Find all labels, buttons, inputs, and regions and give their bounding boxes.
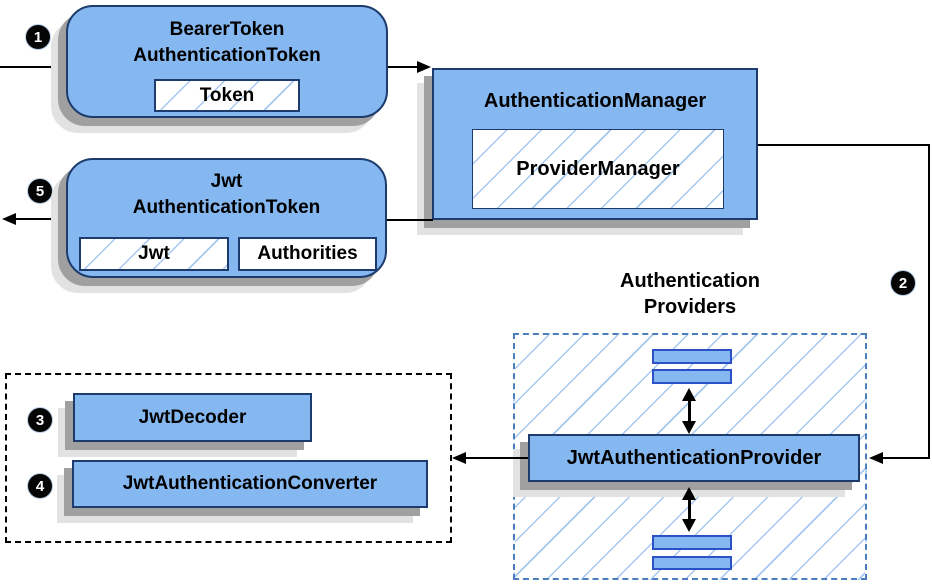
step-4-badge: 4 [28,474,52,498]
jwt-token-title: Jwt AuthenticationToken [68,160,385,221]
jwt-authentication-token-node: Jwt AuthenticationToken Jwt Authorities [66,158,387,278]
provider-to-tools-line [464,457,528,459]
arrowhead-down-icon [682,519,696,532]
bearer-token-title-line1: BearerToken [169,19,285,40]
provider-stack-bar [652,369,732,384]
bearer-token-node: BearerToken AuthenticationToken Token [66,5,388,118]
provider-stack-link-line [688,497,691,522]
step-2-badge: 2 [891,271,915,295]
authorities-field: Authorities [238,237,377,271]
jwt-token-title-line1: Jwt [210,171,243,192]
authentication-providers-title: Authentication Providers [555,268,825,320]
jwt-token-to-manager-line [387,219,433,221]
manager-to-provider-line-right [928,144,930,458]
step-5-badge: 5 [28,179,52,203]
jwt-authentication-converter-node: JwtAuthenticationConverter [72,460,428,508]
jwt-token-title-line2: AuthenticationToken [132,197,321,218]
providers-title-line2: Providers [643,296,737,318]
provider-stack-link-line [688,398,691,423]
arrowhead-right-icon [417,61,431,73]
arrowhead-up-icon [682,487,696,500]
outgoing-result-line [14,218,67,220]
provider-manager-field: ProviderManager [472,129,724,209]
jwt-field: Jwt [79,237,229,271]
provider-stack-bar [652,556,732,570]
arrowhead-left-icon [452,452,466,464]
jwt-authentication-provider-node: JwtAuthenticationProvider [528,434,860,482]
providers-title-line1: Authentication [620,270,760,292]
bearer-token-title: BearerToken AuthenticationToken [68,7,386,69]
manager-to-provider-line-top [758,144,930,146]
manager-to-provider-line-bottom [882,457,930,459]
authentication-manager-node: AuthenticationManager ProviderManager [432,68,758,220]
authentication-manager-title: AuthenticationManager [483,90,707,112]
incoming-request-line [0,66,67,68]
jwt-decoder-node: JwtDecoder [73,393,312,442]
step-3-badge: 3 [28,408,52,432]
arrowhead-down-icon [682,421,696,434]
arrowhead-left-icon [2,213,16,225]
bearer-to-manager-line [388,66,419,68]
provider-stack-bar [652,349,732,364]
provider-stack-bar [652,535,732,550]
step-1-badge: 1 [26,25,50,49]
token-field: Token [154,79,300,112]
arrowhead-left-icon [869,452,883,464]
bearer-token-title-line2: AuthenticationToken [133,45,321,66]
arrowhead-up-icon [682,388,696,401]
